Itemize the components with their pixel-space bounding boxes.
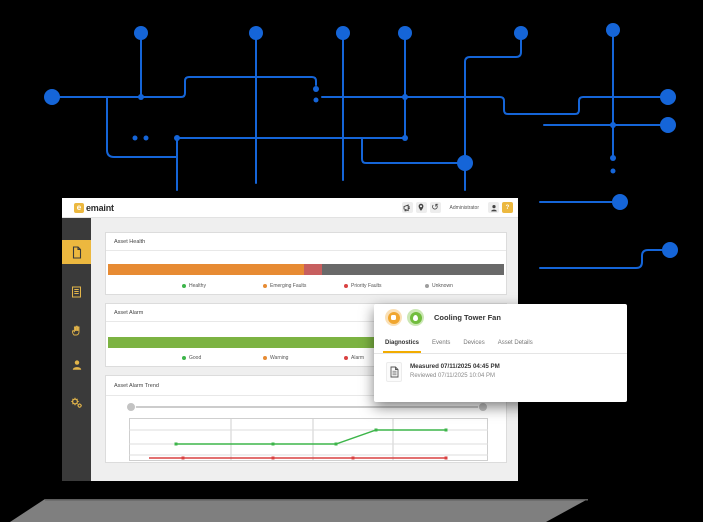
sidebar-item-dashboard[interactable] <box>62 240 91 264</box>
slider-handle-right[interactable] <box>478 402 488 412</box>
legend-dot <box>182 356 186 360</box>
emaint-logo-text: emaint <box>86 202 114 213</box>
asset-card-header: Cooling Tower Fan <box>374 304 627 331</box>
emaint-logo: e emaint <box>62 202 114 213</box>
history-button[interactable]: ↺ <box>429 202 441 213</box>
laptop-base <box>10 499 588 522</box>
document-icon <box>390 366 398 378</box>
header-toolbar: ↺ Administrator ? <box>401 202 518 213</box>
sidebar-nav <box>62 218 91 481</box>
legend-item-healthy: Healthy <box>182 283 263 289</box>
app-header: e emaint ↺ Administrator ? <box>62 198 518 218</box>
bar-segment-priority-faults <box>304 264 322 275</box>
legend-item-emerging-faults: Emerging Faults <box>263 283 344 289</box>
bar-segment-good <box>108 337 504 348</box>
legend-dot <box>263 356 267 360</box>
fan-status-icon <box>391 315 396 320</box>
reviewed-timestamp: Reviewed 07/11/2025 10:04 PM <box>410 372 495 379</box>
legend-item-good: Good <box>182 355 263 361</box>
asset-name: Cooling Tower Fan <box>434 313 501 322</box>
sidebar-item-settings[interactable] <box>62 390 91 414</box>
measured-timestamp: Measured 07/11/2025 04:45 PM <box>410 363 500 370</box>
help-button[interactable]: ? <box>502 202 513 213</box>
location-pin-icon <box>418 203 424 211</box>
person-icon <box>72 360 81 370</box>
trend-range-slider[interactable] <box>126 402 488 412</box>
current-user-label: Administrator <box>449 204 479 211</box>
legend-item-priority-faults: Priority Faults <box>344 283 425 289</box>
report-doc-box <box>386 362 402 382</box>
announcements-button[interactable] <box>401 202 413 213</box>
health-status-icon <box>413 314 418 321</box>
green-status-badge <box>407 309 424 326</box>
location-button[interactable] <box>415 202 427 213</box>
history-icon: ↺ <box>431 202 439 212</box>
slider-handle-left[interactable] <box>126 402 136 412</box>
asset-alarm-trend-panel: Asset Alarm Trend <box>105 375 507 463</box>
diagnostics-entry[interactable]: Measured 07/11/2025 04:45 PM Reviewed 07… <box>374 354 627 390</box>
legend-dot <box>344 284 348 288</box>
megaphone-icon <box>403 203 411 211</box>
sidebar-item-work-orders[interactable] <box>62 280 91 304</box>
measurement-text: Measured 07/11/2025 04:45 PM Reviewed 07… <box>410 362 500 380</box>
page-icon <box>72 245 81 259</box>
hand-icon <box>71 325 79 336</box>
bar-segment-unknown <box>321 264 504 275</box>
tab-diagnostics[interactable]: Diagnostics <box>382 340 422 353</box>
asset-alarm-bar <box>108 337 504 348</box>
sidebar-item-requests[interactable] <box>62 318 91 342</box>
bar-segment-emerging-faults <box>108 264 305 275</box>
tab-asset-details[interactable]: Asset Details <box>497 340 533 346</box>
asset-alarm-trend-chart <box>129 418 488 461</box>
gears-icon <box>71 397 82 408</box>
legend-dot <box>182 284 186 288</box>
legend-dot <box>263 284 267 288</box>
user-menu-button[interactable] <box>488 202 499 213</box>
legend-dot <box>344 356 348 360</box>
circuit-decoration <box>44 23 678 269</box>
panel-title: Asset Health <box>106 233 506 251</box>
legend-item-unknown: Unknown <box>425 283 506 289</box>
user-icon <box>490 204 497 211</box>
panel-title: Asset Alarm <box>106 304 506 322</box>
tab-devices[interactable]: Devices <box>463 340 485 346</box>
asset-card: Cooling Tower Fan Diagnostics Events Dev… <box>374 304 627 402</box>
legend-item-alarm: Alarm <box>344 355 425 361</box>
legend-dot <box>425 284 429 288</box>
tab-events[interactable]: Events <box>432 340 451 346</box>
asset-card-tabs: Diagnostics Events Devices Asset Details <box>374 331 627 354</box>
orange-status-badge <box>385 309 402 326</box>
emaint-logo-icon: e <box>74 202 84 213</box>
sidebar-item-users[interactable] <box>62 353 91 377</box>
legend-item-warning: Warning <box>263 355 344 361</box>
asset-health-stacked-bar <box>108 264 504 275</box>
panel-title: Asset Alarm Trend <box>106 376 506 396</box>
document-lines-icon <box>72 286 81 298</box>
